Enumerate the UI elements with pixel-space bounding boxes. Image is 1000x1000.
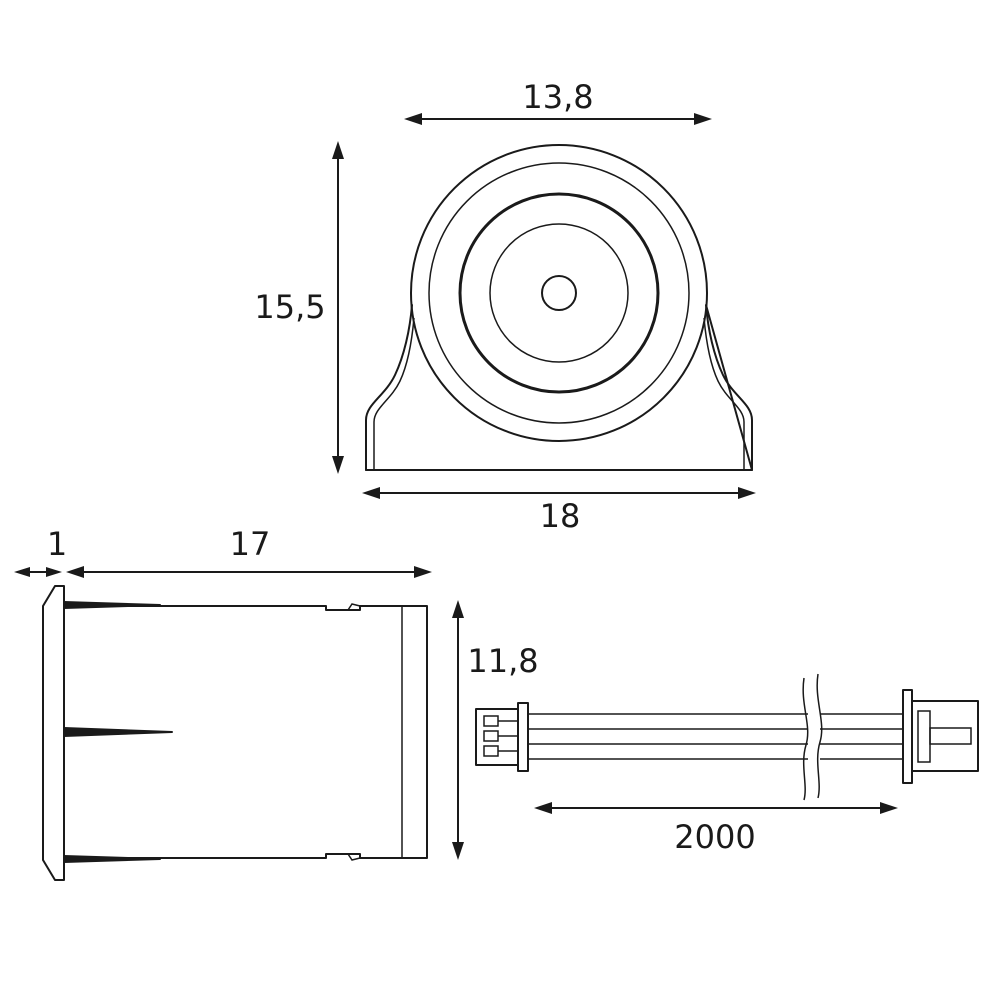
- label-flange-thickness: 1: [47, 525, 67, 563]
- dimension-front-height: 15,5: [254, 141, 344, 474]
- label-cable-length: 2000: [674, 818, 755, 856]
- side-view: [42, 585, 428, 881]
- label-side-height: 11,8: [467, 642, 538, 680]
- side-fin-bottom: [63, 855, 161, 863]
- left-connector-pin-3: [483, 745, 499, 757]
- cable-break-left: [802, 677, 809, 801]
- dimension-body-length: 17: [66, 525, 432, 578]
- front-bracket-inner: [373, 317, 745, 470]
- label-front-width: 13,8: [522, 78, 593, 116]
- cable-break-right: [816, 673, 823, 799]
- outer-ring: [410, 144, 708, 442]
- right-connector-slot: [929, 727, 972, 745]
- dimension-cable-length: 2000: [534, 802, 898, 856]
- label-body-length: 17: [230, 525, 271, 563]
- label-base-width: 18: [540, 497, 581, 535]
- side-clip-top: [347, 603, 361, 611]
- label-front-height: 15,5: [254, 288, 325, 326]
- second-ring: [428, 162, 690, 424]
- led-dot: [541, 275, 577, 311]
- right-connector-latch: [917, 710, 931, 763]
- dimension-front-width: 13,8: [404, 78, 712, 125]
- side-flange: [42, 585, 65, 881]
- lens-ring: [458, 192, 660, 394]
- front-view: [365, 144, 753, 471]
- left-connector-pin-2: [483, 730, 499, 742]
- dimension-flange-thickness: 1: [14, 525, 67, 577]
- side-clip-bottom: [347, 853, 361, 861]
- side-fin-middle: [63, 727, 173, 737]
- left-connector-collar: [517, 702, 529, 772]
- left-connector-pin-1: [483, 715, 499, 727]
- side-body: [63, 605, 428, 859]
- dimension-base-width: 18: [362, 487, 756, 535]
- dimension-side-height: 11,8: [452, 600, 539, 860]
- right-connector-flange: [902, 689, 913, 784]
- right-connector-body: [911, 700, 979, 772]
- lens-inner-ring: [489, 223, 629, 363]
- front-bracket-outline: [365, 304, 753, 471]
- side-fin-top: [63, 601, 161, 609]
- cable-assembly: [475, 673, 979, 801]
